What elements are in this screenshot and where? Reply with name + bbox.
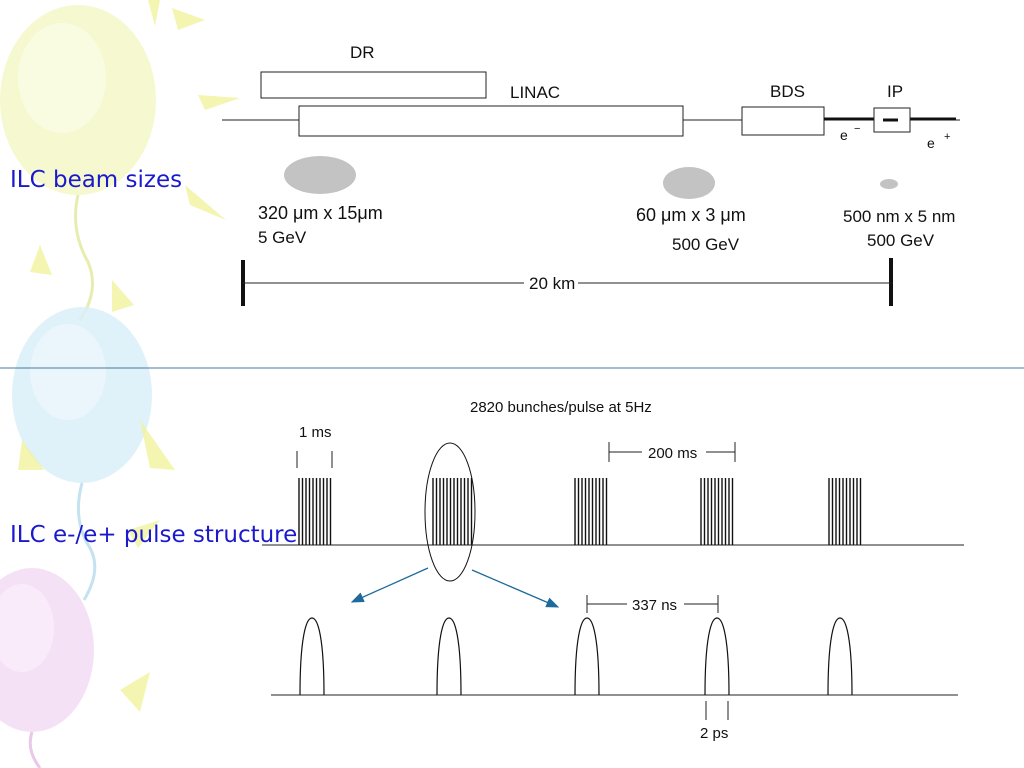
title-pulse-structure-text: ILC e-/e+ pulse structure <box>10 522 298 548</box>
bunch-shapes <box>299 617 853 696</box>
beam-spot-damping-ring <box>284 156 356 194</box>
bunch-profile <box>436 617 462 696</box>
damping-ring-box <box>260 71 487 99</box>
linac-label: LINAC <box>510 83 560 102</box>
beam-size-3-energy: 500 GeV <box>867 231 935 250</box>
beamline-schematic: DR LINAC BDS IP e − e + 320 μm x 15μm 5 … <box>222 43 960 306</box>
zoom-ellipse <box>424 442 476 582</box>
bds-label: BDS <box>770 82 805 101</box>
beam-spot-linac <box>663 167 715 199</box>
title-pulse-structure: ILC e-/e+ pulse structure <box>10 522 297 548</box>
linac-box <box>298 105 684 137</box>
beam-size-1-dims: 320 μm x 15μm <box>258 203 383 223</box>
electron-label: e <box>840 127 848 143</box>
zoom-arrow-right <box>471 569 560 608</box>
beam-spot-ip <box>880 179 898 189</box>
positron-sign: + <box>944 131 950 143</box>
bunch-profile <box>704 617 730 696</box>
bunch-train <box>432 478 473 545</box>
bunch-train <box>574 478 608 545</box>
title-beam-sizes: ILC beam sizes <box>10 167 183 193</box>
interaction-point-label: IP <box>887 82 903 101</box>
beam-size-2-energy: 500 GeV <box>672 235 740 254</box>
pulse-title: 2820 bunches/pulse at 5Hz <box>470 399 652 416</box>
bunch-spacing-label: 337 ns <box>632 597 677 614</box>
bunch-train <box>298 478 332 545</box>
bunch-length-label: 2 ps <box>700 725 728 742</box>
pulse-structure: 2820 bunches/pulse at 5Hz 1 ms 200 ms 33… <box>262 399 964 742</box>
bunch-train <box>700 478 734 545</box>
bunch-profile <box>574 617 600 696</box>
bunch-profile <box>827 617 853 696</box>
sun-rays <box>18 0 240 712</box>
balloon-yellow <box>0 5 156 321</box>
electron-sign: − <box>854 123 860 135</box>
zoom-arrow-left <box>350 567 429 603</box>
train-spacing-label: 200 ms <box>648 445 697 462</box>
bds-box <box>741 106 825 136</box>
beam-size-1-energy: 5 GeV <box>258 228 307 247</box>
beam-size-3-dims: 500 nm x 5 nm <box>843 207 955 226</box>
damping-ring-label: DR <box>350 43 375 62</box>
balloon-blue <box>12 307 152 601</box>
bunch-profile <box>299 617 325 696</box>
train-length-label: 1 ms <box>299 424 332 441</box>
bunch-trains <box>298 478 862 545</box>
length-label: 20 km <box>529 274 575 293</box>
beam-size-2-dims: 60 μm x 3 μm <box>636 205 746 225</box>
positron-label: e <box>927 135 935 151</box>
balloon-purple <box>0 568 94 768</box>
bunch-train <box>828 478 862 545</box>
